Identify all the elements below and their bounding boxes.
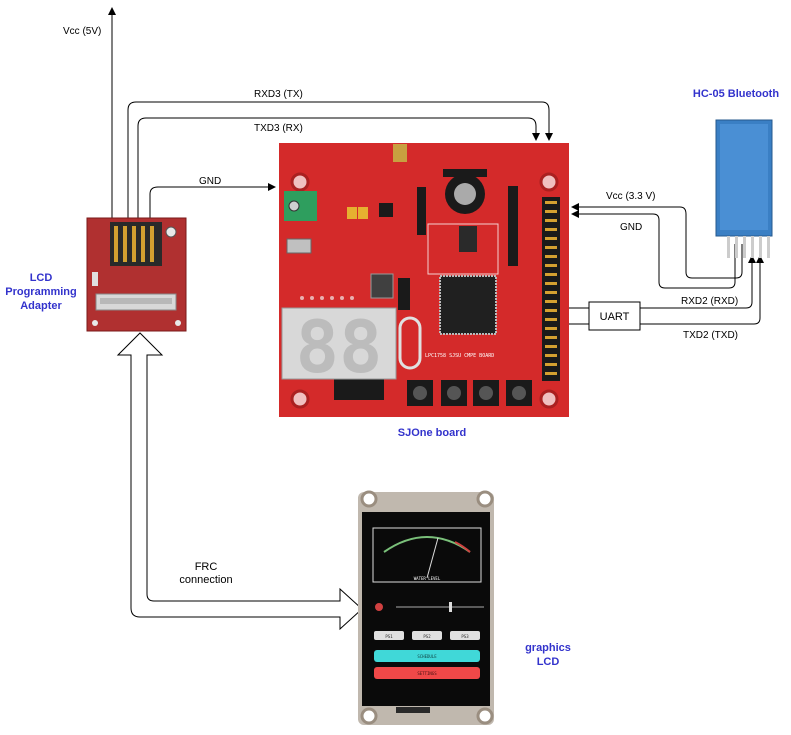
bt-gnd-wire <box>571 210 736 289</box>
txd2-wire <box>569 255 764 325</box>
txd3-wire <box>137 117 540 220</box>
bt-vcc-wire <box>571 203 743 279</box>
lcd-ps2-button: PS2 <box>412 631 442 640</box>
rxd3-wire <box>127 101 553 220</box>
graphics-lcd: WATER LEVEL PS1 PS2 PS3 SCHEDULE SETTING… <box>358 490 494 725</box>
gnd-label: GND <box>199 176 221 187</box>
gnd-wire <box>149 183 276 220</box>
lcd-gauge-label: WATER LEVEL <box>414 576 441 581</box>
lcd-schedule-bar: SCHEDULE <box>374 650 480 662</box>
frc-connection-arrow <box>116 332 363 631</box>
svg-text:PS3: PS3 <box>461 634 469 639</box>
vcc-3v3-label: Vcc (3.3 V) <box>606 191 655 202</box>
vcc-5v-label: Vcc (5V) <box>63 26 101 37</box>
hc05-title: HC-05 Bluetooth <box>693 88 779 100</box>
txd3-label: TXD3 (RX) <box>254 123 303 134</box>
seven-segment-display: 88 <box>296 305 383 389</box>
lcd-programming-adapter <box>86 217 187 332</box>
board-silkscreen-title: LPC1758 SJSU CMPE BOARD <box>425 353 494 359</box>
svg-text:PS2: PS2 <box>423 634 431 639</box>
sjone-board-title: SJOne board <box>398 427 466 439</box>
bt-gnd-label: GND <box>620 222 642 233</box>
txd2-label: TXD2 (TXD) <box>683 330 738 341</box>
svg-text:SETTINGS: SETTINGS <box>417 671 437 676</box>
lcd-ps1-button: PS1 <box>374 631 404 640</box>
lcd-ps3-button: PS3 <box>450 631 480 640</box>
rxd2-wire <box>569 255 756 309</box>
frc-label-line1: FRC <box>195 561 218 573</box>
rxd2-label: RXD2 (RXD) <box>681 296 738 307</box>
hc05-bluetooth-module <box>715 119 773 258</box>
frc-label-line2: connection <box>179 574 232 586</box>
lcd-settings-bar: SETTINGS <box>374 667 480 679</box>
rxd3-label: RXD3 (TX) <box>254 89 303 100</box>
graphics-lcd-title-1: graphics <box>525 642 571 654</box>
uart-label: UART <box>600 311 630 323</box>
svg-text:SCHEDULE: SCHEDULE <box>417 654 437 659</box>
sjone-board: 88 LPC1758 SJSU CMPE BOARD <box>279 143 569 417</box>
lcd-adapter-title-1: LCD <box>30 272 53 284</box>
lcd-adapter-title-3: Adapter <box>20 300 62 312</box>
svg-text:PS1: PS1 <box>385 634 393 639</box>
lcd-adapter-title-2: Programming <box>5 286 77 298</box>
uart-box: UART <box>588 301 641 331</box>
graphics-lcd-title-2: LCD <box>537 656 560 668</box>
